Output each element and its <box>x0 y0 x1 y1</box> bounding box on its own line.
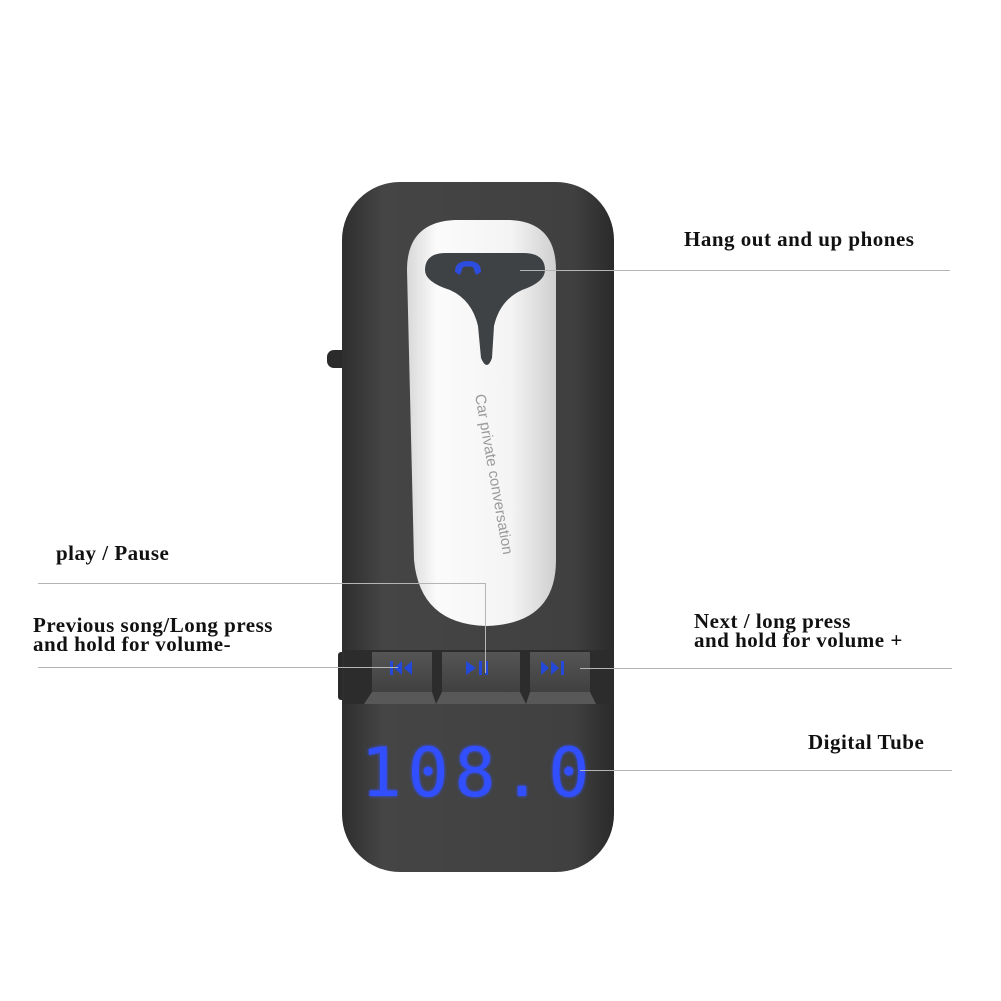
label-next: Next / long press and hold for volume + <box>694 609 903 652</box>
callout-line-play-pause-drop <box>485 583 486 673</box>
digital-display: 108.0 <box>361 734 596 813</box>
previous-button[interactable] <box>364 652 436 704</box>
next-button[interactable] <box>526 652 596 704</box>
next-track-icon <box>541 661 564 675</box>
callout-line-play-pause <box>38 583 486 584</box>
phone-icon <box>455 261 481 275</box>
callout-line-previous <box>38 667 398 668</box>
callout-line-next <box>580 668 952 669</box>
label-play-pause: play / Pause <box>56 541 170 565</box>
play-pause-button[interactable] <box>436 652 526 704</box>
callout-line-hang-up <box>520 270 950 271</box>
label-digital-tube: Digital Tube <box>808 730 925 754</box>
earpiece <box>407 220 556 626</box>
label-hang-up: Hang out and up phones <box>684 227 915 251</box>
play-pause-icon <box>466 661 488 675</box>
callout-line-digital-tube <box>580 770 952 771</box>
call-button[interactable] <box>425 253 545 365</box>
previous-track-icon <box>390 661 412 675</box>
label-previous: Previous song/Long press and hold for vo… <box>33 613 273 656</box>
